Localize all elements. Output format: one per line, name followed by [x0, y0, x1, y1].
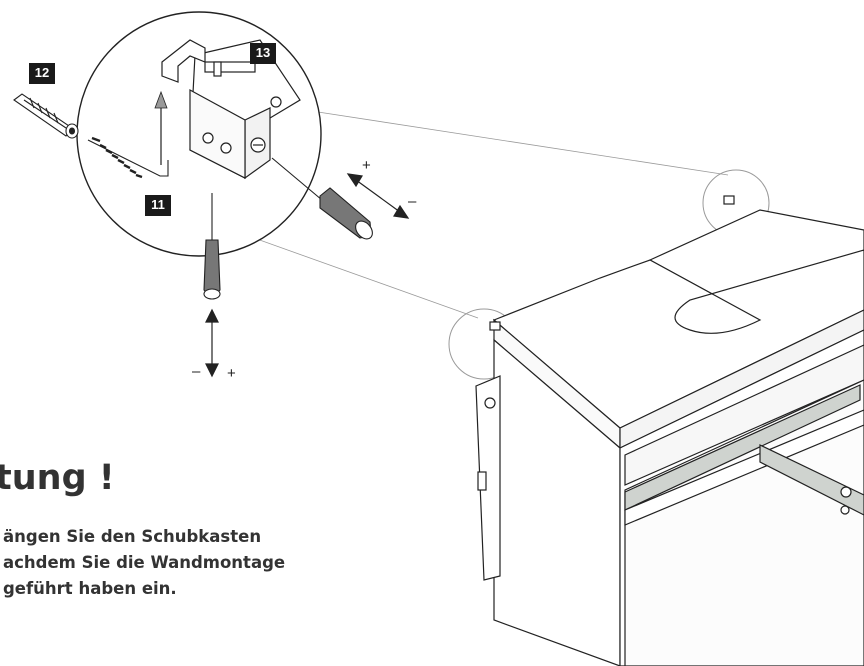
- warning-line-1: ängen Sie den Schubkasten: [3, 527, 262, 546]
- warning-text: ängen Sie den Schubkasten achdem Sie die…: [3, 524, 343, 602]
- warning-line-3: geführt haben ein.: [3, 579, 177, 598]
- warning-title: tung !: [0, 458, 115, 498]
- adjust-plus-sign-right: +: [362, 157, 371, 174]
- adjust-minus-sign-right: –: [408, 193, 417, 210]
- screwdriver-icon: [271, 157, 373, 240]
- cabinet-illustration: [475, 195, 864, 666]
- warning-line-2: achdem Sie die Wandmontage: [3, 553, 286, 572]
- screwdriver-vertical-icon: [203, 193, 221, 300]
- adjust-plus-sign-bottom: +: [227, 365, 236, 382]
- hook-screw-icon: [87, 136, 169, 179]
- part-label-11: 11: [145, 195, 171, 216]
- adjust-minus-sign-bottom: –: [192, 363, 201, 380]
- double-arrow-icon: [346, 173, 410, 219]
- wall-plug-icon: [13, 93, 79, 139]
- bracket-icon: [161, 39, 301, 180]
- vertical-arrow-icon: [205, 308, 219, 378]
- callout-lines: [253, 111, 729, 319]
- part-label-12: 12: [29, 63, 55, 84]
- up-arrow-icon: [154, 90, 168, 165]
- part-label-13: 13: [250, 43, 276, 64]
